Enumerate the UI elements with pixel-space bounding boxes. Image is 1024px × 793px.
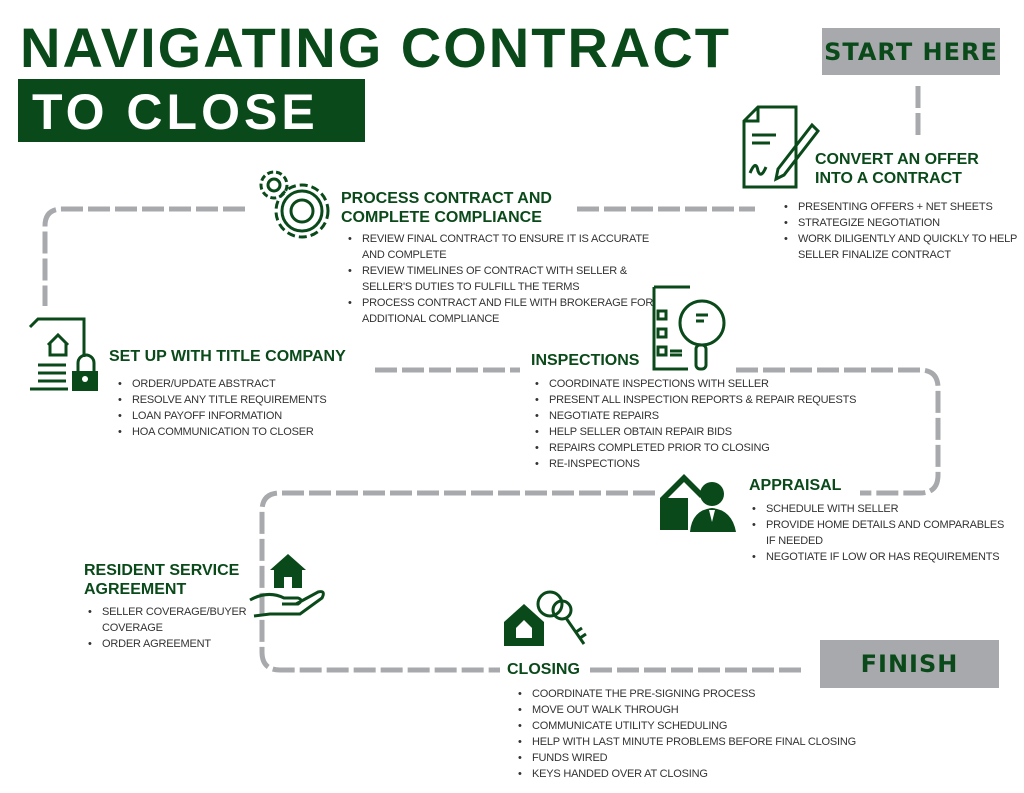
list-item: Re-inspections bbox=[531, 456, 931, 472]
title-line-1: NAVIGATING CONTRACT bbox=[20, 16, 731, 79]
list-item: Order/update abstract bbox=[114, 376, 374, 392]
step-appraisal-title: APPRAISAL bbox=[749, 477, 842, 494]
step-title-title: SET UP WITH TITLE COMPANY bbox=[109, 348, 346, 365]
list-item: Order agreement bbox=[84, 636, 254, 652]
step-inspections-title: INSPECTIONS bbox=[531, 352, 640, 369]
list-item: Help seller obtain repair bids bbox=[531, 424, 931, 440]
path-lower bbox=[259, 490, 655, 673]
list-item: Schedule with seller bbox=[748, 501, 1016, 517]
list-item: Resolve any title requirements bbox=[114, 392, 374, 408]
document-lock-icon bbox=[28, 317, 98, 391]
step-title-list: Order/update abstract Resolve any title … bbox=[114, 376, 374, 440]
list-item: Review final contract to ensure it is ac… bbox=[344, 231, 664, 263]
finish-badge: FINISH bbox=[820, 640, 999, 688]
list-item: Repairs completed prior to closing bbox=[531, 440, 931, 456]
path-mid-right bbox=[736, 367, 941, 496]
list-item: Provide home details and comparables if … bbox=[748, 517, 1016, 549]
gears-icon bbox=[259, 170, 330, 239]
list-item: Seller coverage/buyer coverage bbox=[84, 604, 254, 636]
contract-signing-icon bbox=[742, 105, 820, 189]
list-item: Present all inspection reports & repair … bbox=[531, 392, 931, 408]
checklist-magnifier-icon bbox=[652, 285, 726, 371]
list-item: Help with last minute problems before fi… bbox=[514, 734, 944, 750]
step-inspections-list: Coordinate inspections with seller Prese… bbox=[531, 376, 931, 472]
list-item: Loan payoff information bbox=[114, 408, 374, 424]
step-process-list: Review final contract to ensure it is ac… bbox=[344, 231, 664, 327]
list-item: Negotiate if low or has requirements bbox=[748, 549, 1016, 565]
list-item: Keys handed over at closing bbox=[514, 766, 944, 782]
list-item: Coordinate the pre-signing process bbox=[514, 686, 944, 702]
list-item: Funds wired bbox=[514, 750, 944, 766]
step-closing-title: CLOSING bbox=[507, 661, 580, 678]
list-item: Move out walk through bbox=[514, 702, 944, 718]
list-item: Coordinate inspections with seller bbox=[531, 376, 931, 392]
list-item: Process contract and file with brokerage… bbox=[344, 295, 664, 327]
list-item: Presenting offers + net sheets bbox=[780, 199, 1020, 215]
list-item: Work diligently and quickly to help sell… bbox=[780, 231, 1020, 263]
list-item: Review timelines of contract with seller… bbox=[344, 263, 664, 295]
step-convert-list: Presenting offers + net sheets Strategiz… bbox=[780, 199, 1020, 263]
list-item: Negotiate repairs bbox=[531, 408, 931, 424]
step-closing-list: Coordinate the pre-signing process Move … bbox=[514, 686, 944, 782]
keys-icon bbox=[504, 590, 587, 646]
step-rsa-list: Seller coverage/buyer coverage Order agr… bbox=[84, 604, 254, 652]
list-item: Strategize negotiation bbox=[780, 215, 1020, 231]
list-item: Communicate utility scheduling bbox=[514, 718, 944, 734]
list-item: HOA communication to closer bbox=[114, 424, 374, 440]
step-appraisal-list: Schedule with seller Provide home detail… bbox=[748, 501, 1016, 565]
title-banner bbox=[18, 79, 365, 142]
start-here-badge: START HERE bbox=[822, 28, 1000, 75]
title-line-2: TO CLOSE bbox=[32, 84, 319, 140]
path-top-left bbox=[42, 206, 245, 306]
house-person-icon bbox=[660, 474, 736, 532]
hand-house-icon bbox=[249, 554, 325, 618]
